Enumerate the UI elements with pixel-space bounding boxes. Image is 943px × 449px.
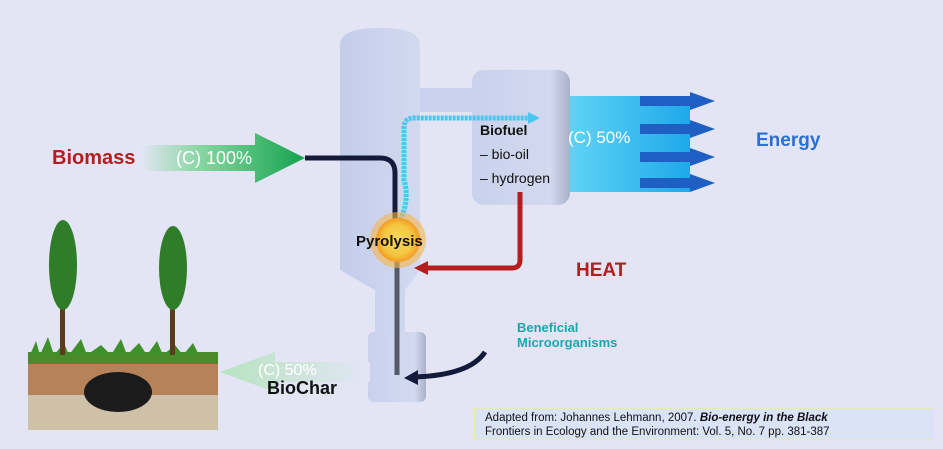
tree-icon	[159, 226, 187, 355]
citation-box: Adapted from: Johannes Lehmann, 2007. Bi…	[474, 408, 934, 440]
pyrolysis-reactor	[340, 28, 420, 335]
citation-prefix: Adapted from: Johannes Lehmann, 2007.	[485, 412, 700, 424]
biomass-label: Biomass	[52, 147, 136, 169]
microorganisms-arrow	[414, 350, 488, 380]
biomass-flow-line	[305, 155, 398, 245]
soil-illustration	[28, 337, 218, 430]
heat-label: HEAT	[576, 260, 627, 281]
heat-flow-line	[425, 192, 523, 271]
biofuel-label: Biofuel	[480, 122, 528, 138]
energy-arrow	[640, 120, 715, 138]
citation-source: Frontiers in Ecology and the Environment…	[485, 426, 830, 438]
beneficial-label: Beneficial	[517, 320, 579, 335]
energy-arrow	[640, 148, 715, 166]
microorganisms-arrowhead	[404, 370, 418, 385]
biomass-carbon-label: (C) 100%	[176, 148, 253, 168]
bio-oil-label: – bio-oil	[480, 146, 530, 162]
pyrolysis-label: Pyrolysis	[356, 233, 423, 250]
biofuel-carbon-label: (C) 50%	[568, 128, 631, 147]
connector-pipe	[420, 88, 472, 112]
biochar-arrow	[220, 352, 370, 392]
microorganisms-label: Microorganisms	[517, 335, 618, 350]
gas-arrowhead	[528, 112, 540, 124]
biochar-in-soil	[84, 372, 152, 412]
energy-label: Energy	[756, 130, 821, 151]
gas-flow-line	[397, 115, 530, 222]
biofuel-tank	[472, 70, 570, 205]
biochar-label: BioChar	[267, 378, 338, 398]
heat-arrowhead	[414, 261, 428, 275]
biomass-arrow	[140, 133, 305, 183]
energy-arrows	[640, 92, 715, 192]
biochar-carbon-label: (C) 50%	[258, 362, 317, 379]
hydrogen-label: – hydrogen	[480, 170, 551, 186]
citation-title: Bio-energy in the Black	[699, 412, 828, 424]
energy-flow	[570, 96, 690, 192]
energy-arrow	[640, 174, 715, 192]
energy-arrow	[640, 92, 715, 110]
pyrolysis-sun-icon	[370, 212, 426, 268]
tree-icon	[49, 220, 77, 355]
